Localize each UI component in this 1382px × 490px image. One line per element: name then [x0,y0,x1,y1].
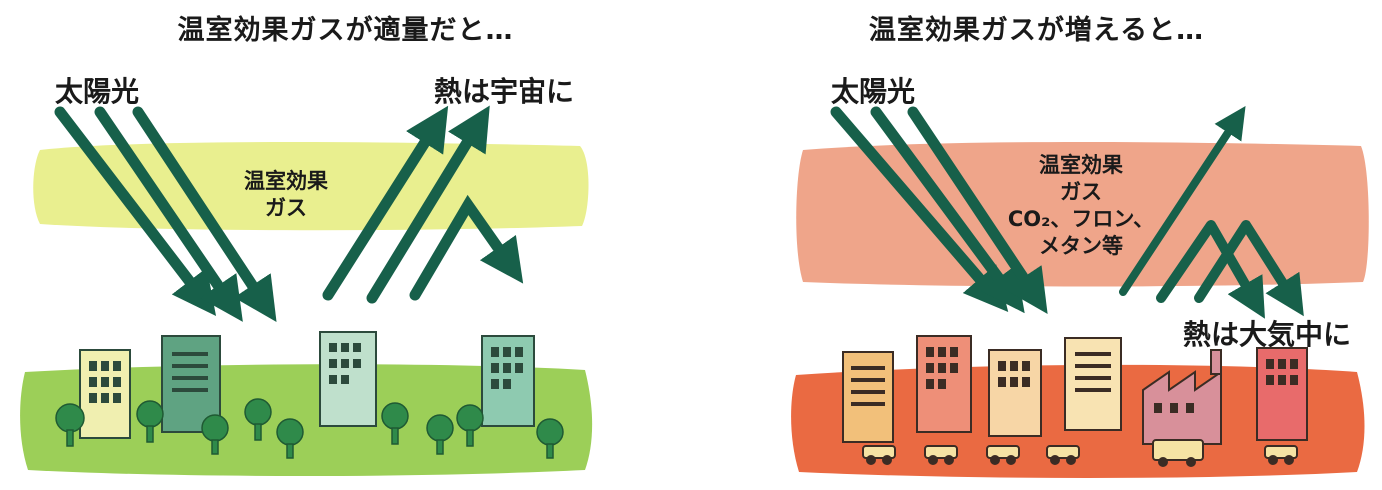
sunlight-arrows [830,106,1048,314]
greenhouse-gas-label: 温室効果 ガス CO₂、フロン、 メタン等 [1007,153,1155,258]
greenhouse-scene-illustration [20,105,593,476]
sunlight-arrows [54,106,277,323]
sunlight-label: 太陽光 [831,75,916,108]
outgoing-heat-arrows [322,105,524,304]
building [1256,347,1308,441]
building [842,351,894,443]
factory [1142,349,1222,445]
building [79,349,131,439]
building [1064,337,1122,431]
cars [862,439,1298,467]
panel-appropriate-gas: 温室効果ガスが適量だと… 太陽光 熱は宇宙に [20,15,593,476]
trees [55,398,564,459]
building [481,335,535,427]
building [988,349,1042,437]
heat-destination-label: 熱は大気中に [1183,318,1352,351]
heat-arrows [1119,105,1246,296]
panel-title: 温室効果ガスが適量だと… [177,15,514,46]
building [319,331,377,427]
panel-title: 温室効果ガスが増えると… [868,15,1205,46]
building [916,335,972,433]
greenhouse-scene-illustration [791,105,1369,478]
sunlight-label: 太陽光 [55,75,140,108]
trapped-heat-arrows [1156,220,1304,319]
heat-destination-label: 熱は宇宙に [434,75,575,108]
panel-increased-gas: 温室効果ガスが増えると… 太陽光 熱は大気中に [691,0,1382,490]
greenhouse-gas-label: 温室効果 ガス [244,169,328,220]
